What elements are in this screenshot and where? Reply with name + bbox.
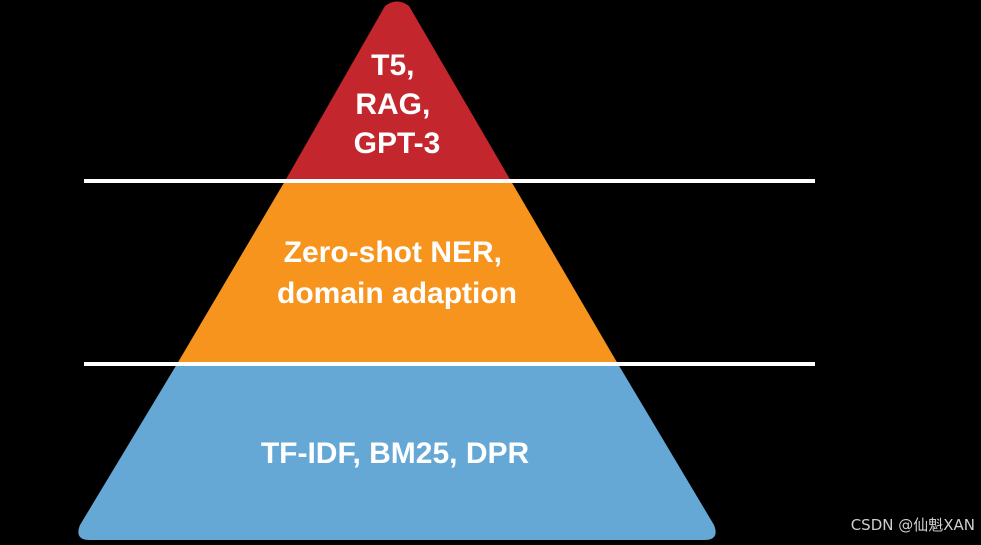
tier-bottom-label: TF-IDF, BM25, DPR	[261, 437, 530, 470]
tier-top-line-2: RAG,	[355, 88, 430, 121]
tier-middle-label: Zero-shot NER, domain adaption	[277, 236, 517, 310]
tier-middle-line-2: domain adaption	[277, 277, 517, 310]
tier-top-line-3: GPT-3	[354, 127, 441, 160]
tier-bottom-line-1: TF-IDF, BM25, DPR	[261, 437, 530, 470]
divider-line-lower	[84, 362, 815, 366]
tier-top-label: T5, RAG, GPT-3	[354, 49, 441, 160]
divider-line-upper	[84, 179, 815, 183]
watermark-text: CSDN @仙魁XAN	[850, 516, 975, 534]
pyramid-tier-bottom	[78, 364, 716, 540]
tier-top-line-1: T5,	[371, 49, 414, 82]
pyramid-tier-middle	[177, 181, 618, 364]
pyramid-tier-top	[285, 1, 511, 181]
tier-middle-line-1: Zero-shot NER,	[284, 236, 502, 269]
